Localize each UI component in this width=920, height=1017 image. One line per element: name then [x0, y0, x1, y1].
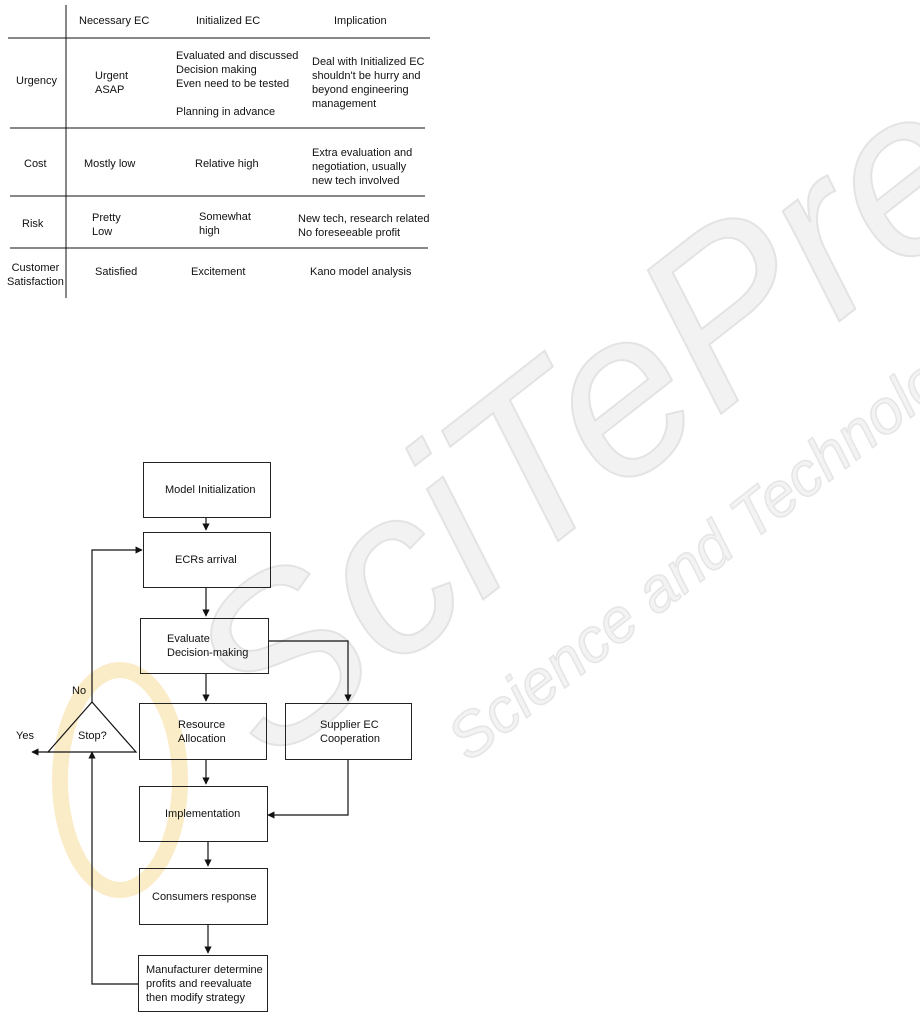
cell-cost-initialized: Relative high: [195, 158, 259, 170]
evaluate-box: Evaluate Decision-making: [140, 618, 269, 674]
cell-satisfaction-necessary: Satisfied: [95, 266, 138, 278]
header-initialized-ec: Initialized EC: [196, 15, 261, 27]
ecrs-arrival-box: ECRs arrival: [143, 532, 271, 588]
no-branch-label: No: [72, 685, 87, 697]
cell-satisfaction-initialized: Excitement: [191, 266, 246, 278]
implementation-box: Implementation: [139, 786, 268, 842]
evaluate-label: Evaluate Decision-making: [167, 633, 249, 659]
stop-decision-label: Stop?: [78, 730, 107, 742]
resource-allocation-label: Resource Allocation: [178, 718, 226, 745]
cell-risk-necessary: Pretty Low: [92, 212, 121, 238]
cell-urgency-initialized: Evaluated and discussed Decision making …: [176, 50, 299, 118]
table-lines: [8, 5, 430, 298]
model-initialization-label: Model Initialization: [165, 484, 256, 496]
cell-cost-implication: Extra evaluation and negotiation, usuall…: [312, 147, 413, 187]
cell-urgency-necessary: Urgent ASAP: [95, 70, 129, 96]
watermark-tagline-text: Science and Technology Publications: [435, 89, 920, 774]
supplier-ec-label: Supplier EC Cooperation: [320, 718, 380, 745]
row-label-risk: Risk: [22, 218, 44, 230]
manufacturer-label: Manufacturer determine profits and reeva…: [146, 963, 263, 1004]
resource-allocation-box: Resource Allocation: [139, 703, 267, 760]
header-necessary-ec: Necessary EC: [79, 15, 150, 27]
row-label-customer-satisfaction: Customer Satisfaction: [7, 262, 64, 288]
cell-cost-necessary: Mostly low: [84, 158, 136, 170]
consumers-response-box: Consumers response: [139, 868, 268, 925]
ecrs-arrival-label: ECRs arrival: [175, 554, 237, 566]
header-implication: Implication: [334, 15, 387, 27]
consumers-response-label: Consumers response: [152, 890, 257, 903]
yes-branch-label: Yes: [16, 730, 34, 742]
model-initialization-box: Model Initialization: [143, 462, 271, 518]
row-label-cost: Cost: [24, 158, 47, 170]
implementation-label: Implementation: [165, 808, 241, 820]
manufacturer-box: Manufacturer determine profits and reeva…: [138, 955, 268, 1012]
cell-risk-implication: New tech, research related No foreseeabl…: [298, 213, 430, 239]
flowchart-connectors: [31, 518, 352, 985]
row-label-urgency: Urgency: [16, 75, 57, 87]
cell-satisfaction-implication: Kano model analysis: [310, 266, 412, 278]
cell-risk-initialized: Somewhat high: [199, 211, 251, 237]
stop-decision-triangle: [46, 701, 138, 753]
supplier-ec-box: Supplier EC Cooperation: [285, 703, 412, 760]
cell-urgency-implication: Deal with Initialized EC shouldn't be hu…: [312, 56, 425, 110]
